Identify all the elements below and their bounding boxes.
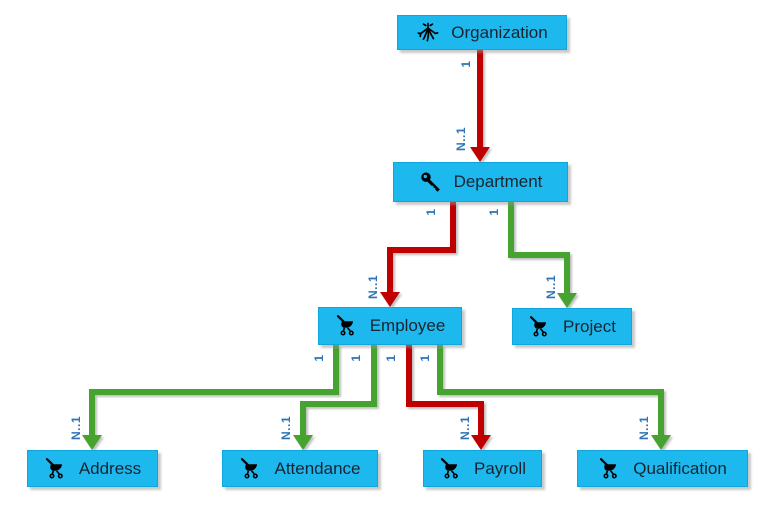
stroller-icon	[239, 457, 263, 481]
node-organization[interactable]: Organization	[397, 15, 567, 50]
stroller-icon	[598, 457, 622, 481]
node-address[interactable]: Address	[27, 450, 158, 487]
stroller-icon	[44, 457, 68, 481]
multiplicity-label: 1	[384, 354, 398, 362]
multiplicity-label: N..1	[454, 126, 468, 152]
multiplicity-label: 1	[418, 354, 432, 362]
node-payroll[interactable]: Payroll	[423, 450, 542, 487]
multiplicity-label: 1	[487, 208, 501, 216]
node-label: Attendance	[274, 458, 361, 478]
node-label: Address	[78, 458, 142, 478]
node-label: Department	[453, 172, 543, 191]
edge-employee-attendance[interactable]	[293, 345, 377, 450]
edge-employee-qualification[interactable]	[437, 345, 671, 450]
node-label: Employee	[369, 316, 446, 335]
node-label: Qualification	[633, 458, 727, 478]
stroller-icon	[335, 314, 359, 338]
arrowhead	[470, 147, 490, 162]
edge-department-project[interactable]	[508, 202, 577, 308]
node-attendance[interactable]: Attendance	[222, 450, 378, 487]
stroller-icon	[439, 457, 463, 481]
node-employee[interactable]: Employee	[318, 307, 462, 345]
multiplicity-label: N..1	[69, 415, 83, 441]
node-department[interactable]: Department	[393, 162, 568, 202]
multiplicity-label: N..1	[637, 415, 651, 441]
key-icon	[419, 170, 443, 194]
node-project[interactable]: Project	[512, 308, 632, 345]
arrowhead	[471, 435, 491, 450]
multiplicity-label: N..1	[544, 274, 558, 300]
multiplicity-label: 1	[312, 354, 326, 362]
edge-employee-address[interactable]	[82, 345, 339, 450]
arrowhead	[380, 292, 400, 307]
arrowhead	[557, 293, 577, 308]
roots-icon	[416, 21, 440, 45]
stroller-icon	[528, 315, 552, 339]
arrowhead	[82, 435, 102, 450]
arrowhead	[293, 435, 313, 450]
multiplicity-label: N..1	[279, 415, 293, 441]
multiplicity-label: N..1	[366, 274, 380, 300]
multiplicity-label: 1	[459, 60, 473, 68]
node-label: Organization	[451, 22, 548, 42]
node-label: Project	[563, 316, 616, 336]
edge-organization-department[interactable]	[470, 50, 490, 162]
multiplicity-label: N..1	[458, 415, 472, 441]
edge-employee-payroll[interactable]	[406, 345, 491, 450]
node-qualification[interactable]: Qualification	[577, 450, 748, 487]
node-label: Payroll	[474, 458, 526, 478]
arrowhead	[651, 435, 671, 450]
multiplicity-label: 1	[349, 354, 363, 362]
edge-department-employee[interactable]	[380, 202, 456, 307]
multiplicity-label: 1	[424, 208, 438, 216]
